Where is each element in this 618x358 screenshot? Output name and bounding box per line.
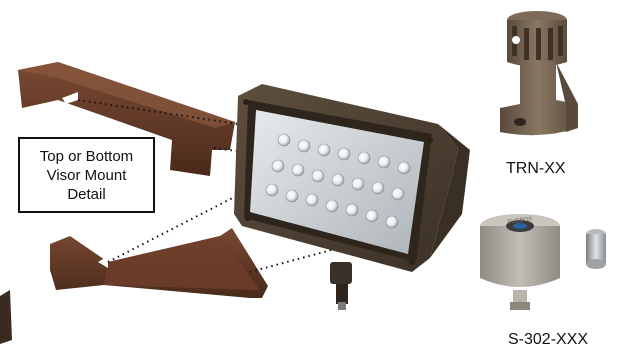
partial-visor-edge [0, 290, 12, 344]
knuckle-mount [330, 262, 352, 310]
visor-mount-callout: Top or Bottom Visor Mount Detail [18, 137, 155, 213]
trn-bracket [500, 11, 578, 135]
callout-line-2: Visor Mount [47, 166, 127, 185]
callout-line-3: Detail [67, 185, 105, 204]
flood-light-fixture [234, 84, 470, 272]
pipe-nipple [586, 229, 606, 269]
callout-line-1: Top or Bottom [40, 147, 133, 166]
s302-cover: SUBBOX [480, 214, 560, 310]
bottom-visor [50, 228, 268, 298]
s302-part-label: S-302-XXX [508, 331, 588, 349]
trn-part-label: TRN-XX [506, 160, 566, 178]
